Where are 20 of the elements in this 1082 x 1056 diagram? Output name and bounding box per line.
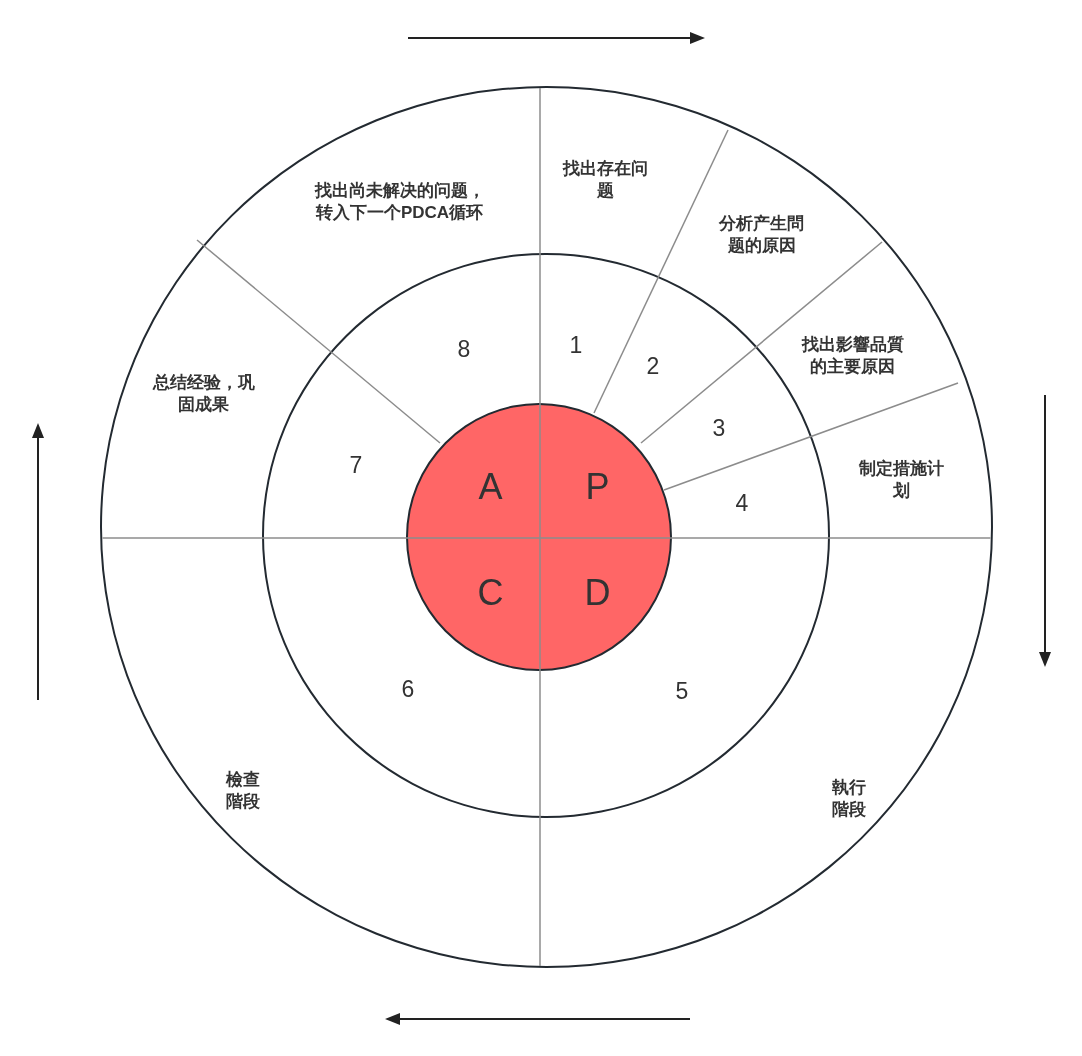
step-number: 3 bbox=[712, 416, 726, 442]
step-number: 1 bbox=[569, 333, 583, 359]
quadrant-letter: C bbox=[477, 572, 504, 613]
sector-label: 檢查階段 bbox=[224, 768, 261, 814]
step-number: 7 bbox=[349, 453, 363, 479]
sector-label: 找出尚未解决的问题，转入下一个PDCA循环 bbox=[313, 179, 486, 225]
sector-label: 找出影響品質的主要原因 bbox=[800, 333, 905, 379]
quadrant-letter: D bbox=[584, 572, 611, 613]
step-number: 2 bbox=[646, 354, 660, 380]
sector-label: 找出存在问题 bbox=[561, 157, 649, 203]
quadrant-letter: A bbox=[478, 466, 503, 507]
sector-label: 執行階段 bbox=[830, 776, 867, 822]
step-number: 8 bbox=[457, 337, 471, 363]
step-number: 6 bbox=[401, 677, 415, 703]
sector-label: 制定措施计划 bbox=[858, 457, 945, 503]
sector-label: 分析产生問题的原因 bbox=[718, 212, 805, 258]
sector-label: 总结经验，巩固成果 bbox=[151, 371, 256, 417]
step-number: 5 bbox=[675, 679, 689, 705]
quadrant-letter: P bbox=[585, 466, 610, 507]
step-number: 4 bbox=[735, 491, 749, 517]
